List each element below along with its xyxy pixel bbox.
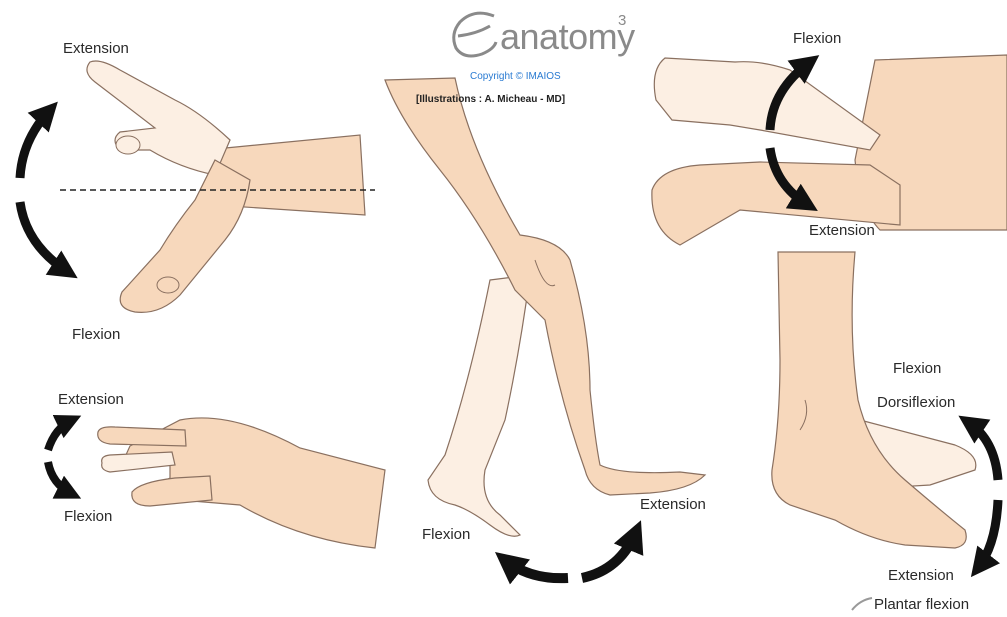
ankle-flexion-label: Flexion <box>893 360 941 377</box>
ankle-plantar-flexion-label: Plantar flexion <box>874 596 969 613</box>
wrist-flexion-label: Flexion <box>72 326 120 343</box>
e-anatomy-logo-icon <box>444 4 504 64</box>
ankle-figure <box>772 252 998 610</box>
fingers-flexion-label: Flexion <box>64 508 112 525</box>
knee-extension-arrow <box>582 532 636 578</box>
ankle-extension-label: Extension <box>888 567 954 584</box>
fingers-flexion-arrow <box>48 462 72 494</box>
elbow-extension-label: Extension <box>809 222 875 239</box>
copyright-text: Copyright © IMAIOS <box>470 71 561 82</box>
ankle-dorsiflexion-label: Dorsiflexion <box>877 394 955 411</box>
fingers-extension-label: Extension <box>58 391 124 408</box>
wrist-figure <box>20 61 375 312</box>
knee-flexion-arrow <box>505 560 568 578</box>
wrist-extension-arrow <box>20 110 50 178</box>
elbow-flexion-label: Flexion <box>793 30 841 47</box>
elbow-figure <box>652 55 1007 245</box>
logo-superscript: 3 <box>618 12 626 29</box>
knee-extension-label: Extension <box>640 496 706 513</box>
knee-flexion-label: Flexion <box>422 526 470 543</box>
ankle-plantar-arrow <box>978 500 998 568</box>
knee-leg-flexed <box>428 275 530 536</box>
knee-leg-extended <box>385 78 705 495</box>
wrist-hand-flexed <box>120 160 250 312</box>
fingers-figure <box>48 418 385 548</box>
wrist-hand-extended <box>87 61 230 175</box>
fingers-extension-arrow <box>48 420 72 450</box>
wrist-extension-label: Extension <box>63 40 129 57</box>
logo-wordmark: anatomy <box>500 16 635 58</box>
illustration-credit: [Illustrations : A. Micheau - MD] <box>416 94 565 105</box>
wrist-flexion-arrow <box>20 202 68 272</box>
elbow-forearm-flexed <box>654 58 880 150</box>
